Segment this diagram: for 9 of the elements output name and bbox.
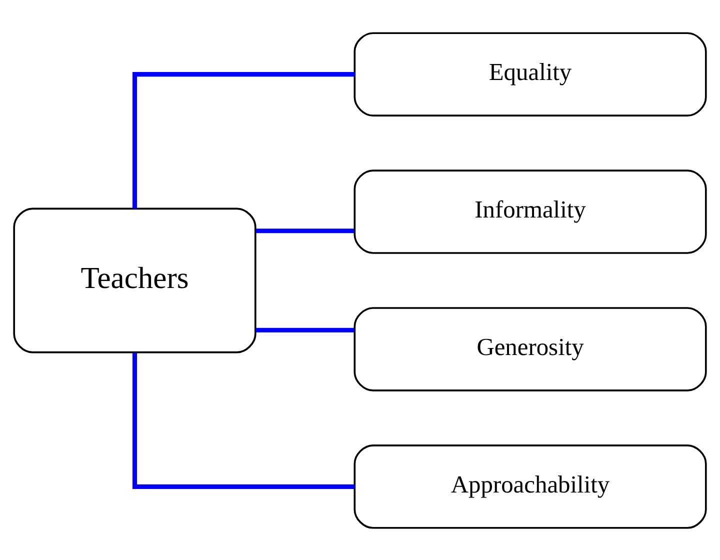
node-box: Equality <box>354 32 707 116</box>
node-box: Approachability <box>354 444 707 528</box>
connector <box>132 352 354 488</box>
node-box: Generosity <box>354 306 707 391</box>
node-box: Informality <box>354 169 707 254</box>
connector <box>256 228 354 233</box>
node-box: Teachers <box>13 207 256 353</box>
connector <box>256 327 354 332</box>
connector <box>132 72 354 208</box>
